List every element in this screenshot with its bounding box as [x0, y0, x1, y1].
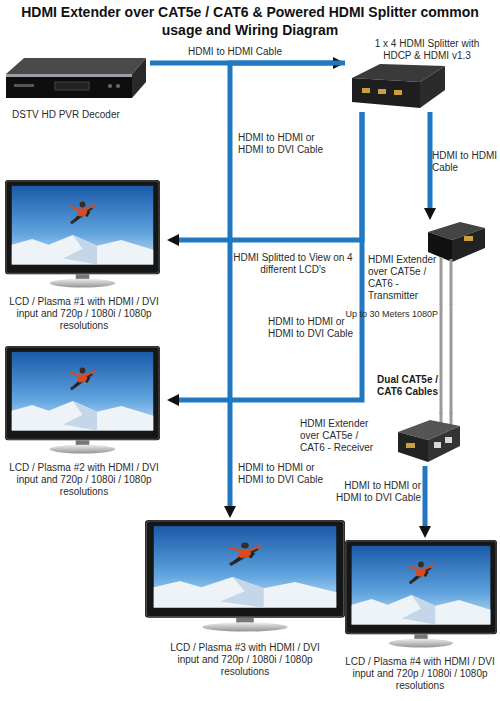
cat-cable	[440, 304, 443, 414]
lcd-tv	[145, 520, 345, 631]
hdmi-port	[464, 236, 473, 241]
cable-stub	[441, 257, 451, 305]
node-label: LCD / Plasma #1 with HDMI / DVI input an…	[9, 296, 159, 332]
node-label: HDMI Extender over CAT5e / CAT6 - Transm…	[368, 254, 442, 302]
splitter-illustration	[352, 64, 445, 108]
rj45-port	[434, 442, 441, 448]
receiver-box: HDMI Extender over CAT5e / CAT6 - Receiv…	[298, 414, 466, 466]
transmitter-box: HDMI Extender over CAT5e / CAT6 - Transm…	[365, 220, 485, 304]
decoder-illustration	[6, 58, 146, 98]
display-box: LCD / Plasma #3 with HDMI / DVI input an…	[145, 518, 345, 686]
connector-label: HDMI to HDMI Cable	[185, 46, 285, 58]
receiver-side	[428, 426, 460, 462]
annotation-label: HDMI to HDMI or HDMI to DVI Cable	[238, 462, 330, 486]
lcd-tv	[5, 346, 160, 454]
splitter-side	[420, 66, 445, 108]
receiver-illustration	[398, 412, 460, 462]
node-label: LCD / Plasma #4 with HDMI / DVI input an…	[345, 656, 495, 692]
hdmi-port	[394, 90, 402, 95]
diagram-title: HDMI Extender over CAT5e / CAT6 & Powere…	[2, 3, 498, 39]
decoder-top	[6, 58, 146, 74]
connector-label: HDMI to HDMI or HDMI to DVI Cable	[268, 316, 356, 340]
decoder-slot	[14, 84, 34, 87]
connector-label: HDMI Splitted to View on 4 different LCD…	[226, 252, 360, 276]
node-label: LCD / Plasma #2 with HDMI / DVI input an…	[9, 462, 159, 498]
annotation-label: Dual CAT5e / CAT6 Cables	[362, 374, 438, 398]
decoder-box: DSTV HD PVR Decoder	[2, 55, 150, 127]
cat-cable-pair	[441, 304, 451, 414]
decoder-display	[55, 82, 89, 90]
connector-label: HDMI to HDMI Cable	[432, 150, 500, 174]
transmitter-illustration	[428, 222, 485, 305]
hdmi-cable	[428, 112, 433, 212]
decoder-button	[108, 84, 112, 88]
hdmi-cable	[175, 112, 362, 240]
node-label: LCD / Plasma #3 with HDMI / DVI input an…	[170, 642, 320, 678]
display-box: LCD / Plasma #1 with HDMI / DVI input an…	[2, 178, 167, 338]
node-label: DSTV HD PVR Decoder	[12, 109, 142, 121]
hdmi-port	[362, 88, 370, 93]
cat-cable	[450, 304, 453, 414]
splitter-front	[352, 78, 420, 108]
decoder-trim	[6, 74, 132, 77]
display-box: LCD / Plasma #4 with HDMI / DVI input an…	[340, 538, 500, 696]
lcd-tv	[5, 180, 160, 288]
hdmi-cable	[175, 112, 362, 400]
decoder-front	[6, 74, 132, 98]
connector-label: HDMI to HDMI or HDMI to DVI Cable	[238, 132, 330, 156]
decoder-side	[132, 58, 146, 98]
node-label: 1 x 4 HDMI Splitter with HDCP & HDMI v1.…	[367, 38, 487, 62]
hdmi-port	[378, 89, 386, 94]
splitter-box: 1 x 4 HDMI Splitter with HDCP & HDMI v1.…	[345, 38, 485, 112]
connector-label: Up to 30 Meters 1080P	[338, 309, 438, 320]
node-label: HDMI Extender over CAT5e / CAT6 - Receiv…	[300, 418, 384, 454]
decoder-button	[116, 84, 120, 88]
display-box: LCD / Plasma #2 with HDMI / DVI input an…	[2, 344, 167, 504]
receiver-front	[398, 432, 428, 462]
transmitter-side	[452, 228, 485, 262]
connector-label: HDMI to HDMI or HDMI to DVI Cable	[333, 480, 421, 504]
hdmi-port	[406, 443, 415, 448]
lcd-tv	[345, 540, 497, 648]
hdmi-cable	[423, 466, 428, 530]
rj45-port	[445, 437, 452, 443]
